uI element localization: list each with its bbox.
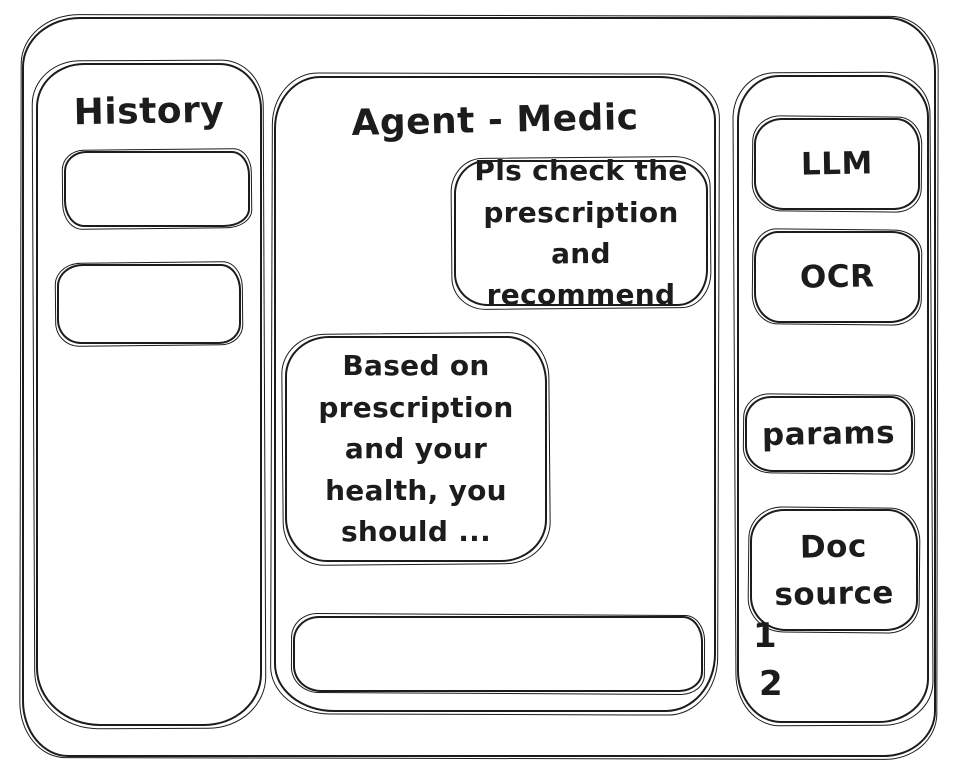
history-item[interactable] (64, 151, 250, 227)
llm-button-label: LLM (800, 145, 874, 183)
tools-panel: LLM OCR params Doc source 1 2 (737, 75, 929, 723)
user-message-text: Pls check the prescription and recommend (474, 154, 688, 312)
llm-button[interactable]: LLM (754, 118, 920, 210)
params-button[interactable]: params (745, 396, 913, 472)
assistant-message-text: Based on prescription and your health, y… (318, 349, 514, 549)
history-panel: History (36, 63, 262, 726)
doc-source-item-1[interactable]: 1 (753, 616, 777, 656)
doc-source-button[interactable]: Doc source (750, 509, 918, 631)
doc-source-item-2[interactable]: 2 (759, 664, 783, 704)
chat-input-box (293, 616, 703, 692)
doc-source-button-label: Doc source (774, 527, 895, 613)
chat-panel: Agent - Medic Pls check the prescription… (274, 76, 716, 712)
ocr-button[interactable]: OCR (754, 231, 920, 323)
chat-title: Agent - Medic (351, 96, 639, 145)
user-message-bubble: Pls check the prescription and recommend (454, 154, 708, 311)
assistant-message-bubble: Based on prescription and your health, y… (285, 336, 547, 562)
chat-input[interactable] (295, 618, 701, 690)
history-title: History (73, 89, 225, 134)
history-item[interactable] (57, 264, 241, 344)
params-button-label: params (762, 414, 896, 453)
ocr-button-label: OCR (799, 258, 875, 296)
